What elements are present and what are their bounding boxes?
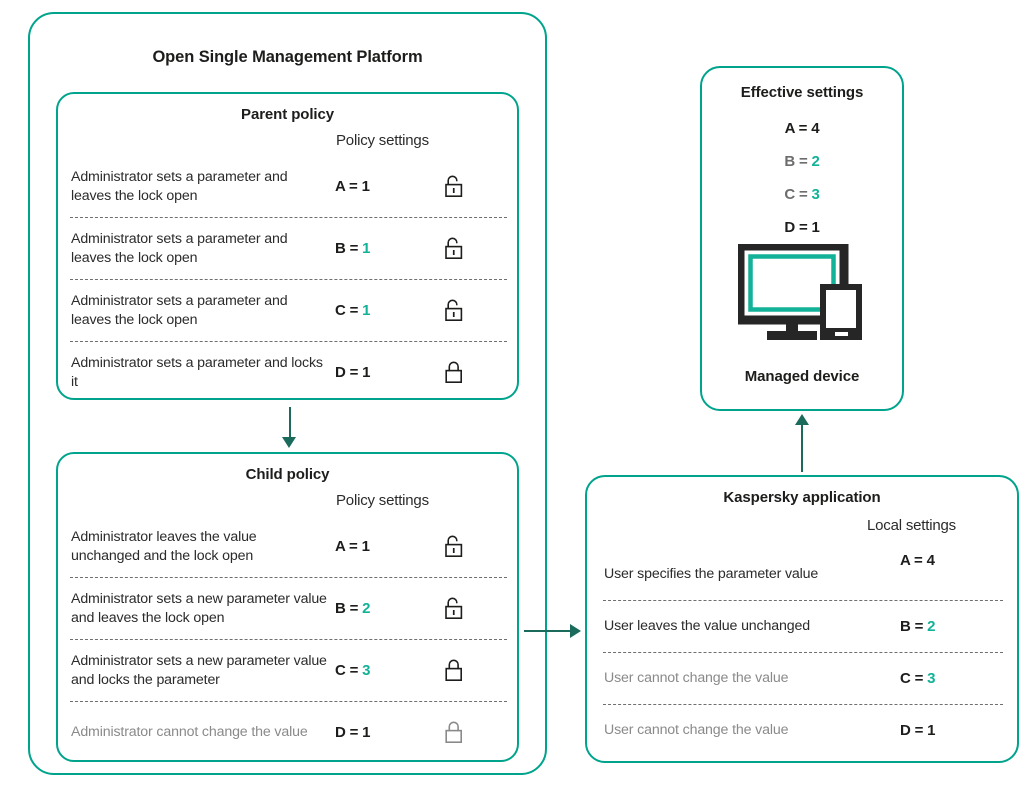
- effective-setting-line: D = 1: [784, 219, 820, 236]
- policy-row-value: A = 1: [335, 178, 370, 195]
- child-policy-rows: Administrator leaves the value unchanged…: [70, 516, 507, 763]
- policy-row-value: A = 1: [335, 538, 370, 555]
- effective-setting-number: 4: [811, 120, 820, 137]
- unlocked-padlock-icon[interactable]: [435, 534, 475, 560]
- local-settings-row: User cannot change the value C = 3: [603, 653, 1003, 705]
- local-settings-row-value: A = 4: [900, 552, 935, 569]
- parent-policy-title: Parent policy: [241, 106, 334, 123]
- policy-row-value: B = 2: [335, 600, 371, 617]
- unlocked-padlock-icon[interactable]: [435, 298, 475, 324]
- policy-row: Administrator sets a new parameter value…: [70, 640, 507, 702]
- policy-row-description: Administrator sets a parameter and leave…: [71, 292, 288, 328]
- policy-row-value: C = 1: [335, 302, 371, 319]
- row-value-number: 1: [927, 722, 936, 739]
- row-value-number: 1: [362, 302, 371, 319]
- local-settings-row: User leaves the value unchanged B = 2: [603, 601, 1003, 653]
- effective-setting-line: C = 3: [784, 186, 820, 203]
- row-value-number: 1: [361, 178, 370, 195]
- row-value-number: 1: [362, 364, 371, 381]
- local-settings-row: User specifies the parameter value A = 4: [603, 549, 1003, 601]
- local-settings-label: Local settings: [867, 517, 956, 534]
- locked-padlock-icon[interactable]: [435, 658, 475, 684]
- row-value-number: 1: [362, 240, 371, 257]
- row-value-number: 1: [361, 538, 370, 555]
- policy-row: Administrator cannot change the value D =…: [70, 702, 507, 763]
- policy-row-value: C = 3: [335, 662, 371, 679]
- parent-policy-rows: Administrator sets a parameter and leave…: [70, 156, 507, 403]
- kaspersky-application-panel: Kaspersky application Local settings Use…: [585, 475, 1019, 763]
- kaspersky-application-title: Kaspersky application: [723, 489, 881, 506]
- unlocked-padlock-icon[interactable]: [435, 236, 475, 262]
- policy-row-description: Administrator sets a new parameter value…: [71, 652, 327, 688]
- policy-row-description: Administrator cannot change the value: [71, 724, 308, 740]
- policy-row: Administrator sets a parameter and leave…: [70, 280, 507, 342]
- unlocked-padlock-icon[interactable]: [435, 174, 475, 200]
- local-settings-row-description: User cannot change the value: [604, 670, 789, 686]
- effective-setting-number: 2: [811, 153, 820, 170]
- child-policy-settings-label: Policy settings: [336, 492, 429, 509]
- policy-row: Administrator leaves the value unchanged…: [70, 516, 507, 578]
- child-policy-title: Child policy: [245, 466, 330, 483]
- locked-padlock-icon[interactable]: [435, 720, 475, 746]
- policy-row-value: D = 1: [335, 364, 371, 381]
- child-policy-card: Child policy Policy settings Administrat…: [56, 452, 519, 762]
- local-settings-row-value: B = 2: [900, 618, 936, 635]
- policy-row-description: Administrator sets a new parameter value…: [71, 590, 327, 626]
- policy-row-description: Administrator sets a parameter and leave…: [71, 168, 288, 204]
- effective-setting-line: B = 2: [784, 153, 820, 170]
- local-settings-row: User cannot change the value D = 1: [603, 705, 1003, 756]
- effective-setting-number: 3: [811, 186, 820, 203]
- parent-policy-card: Parent policy Policy settings Administra…: [56, 92, 519, 400]
- row-value-number: 3: [362, 662, 371, 679]
- row-value-number: 4: [926, 552, 935, 569]
- parent-policy-settings-label: Policy settings: [336, 132, 429, 149]
- open-single-management-platform-panel: Open Single Management Platform: [28, 12, 547, 775]
- policy-row: Administrator sets a parameter and leave…: [70, 218, 507, 280]
- policy-row: Administrator sets a new parameter value…: [70, 578, 507, 640]
- policy-row: Administrator sets a parameter and locks…: [70, 342, 507, 403]
- row-value-number: 2: [362, 600, 371, 617]
- policy-row-description: Administrator sets a parameter and locks…: [71, 354, 323, 390]
- local-settings-row-description: User specifies the parameter value: [604, 566, 819, 582]
- policy-row-value: B = 1: [335, 240, 371, 257]
- local-settings-row-description: User leaves the value unchanged: [604, 618, 810, 634]
- local-settings-row-value: D = 1: [900, 722, 936, 739]
- unlocked-padlock-icon[interactable]: [435, 596, 475, 622]
- row-value-number: 2: [927, 618, 936, 635]
- managed-device-caption: Managed device: [744, 368, 860, 385]
- effective-settings-title: Effective settings: [740, 84, 864, 101]
- policy-row: Administrator sets a parameter and leave…: [70, 156, 507, 218]
- effective-setting-number: 1: [811, 219, 820, 236]
- effective-setting-line: A = 4: [784, 120, 820, 137]
- local-settings-row-value: C = 3: [900, 670, 936, 687]
- locked-padlock-icon[interactable]: [435, 360, 475, 386]
- policy-row-description: Administrator leaves the value unchanged…: [71, 528, 257, 564]
- monitor-and-phone-icon: [735, 241, 866, 349]
- policy-row-description: Administrator sets a parameter and leave…: [71, 230, 288, 266]
- policy-row-value: D = 1: [335, 724, 371, 741]
- local-settings-row-description: User cannot change the value: [604, 722, 789, 738]
- effective-settings-values: A = 4 B = 2 C = 3 D = 1: [702, 120, 902, 252]
- row-value-number: 3: [927, 670, 936, 687]
- row-value-number: 1: [362, 724, 371, 741]
- platform-title: Open Single Management Platform: [152, 48, 423, 66]
